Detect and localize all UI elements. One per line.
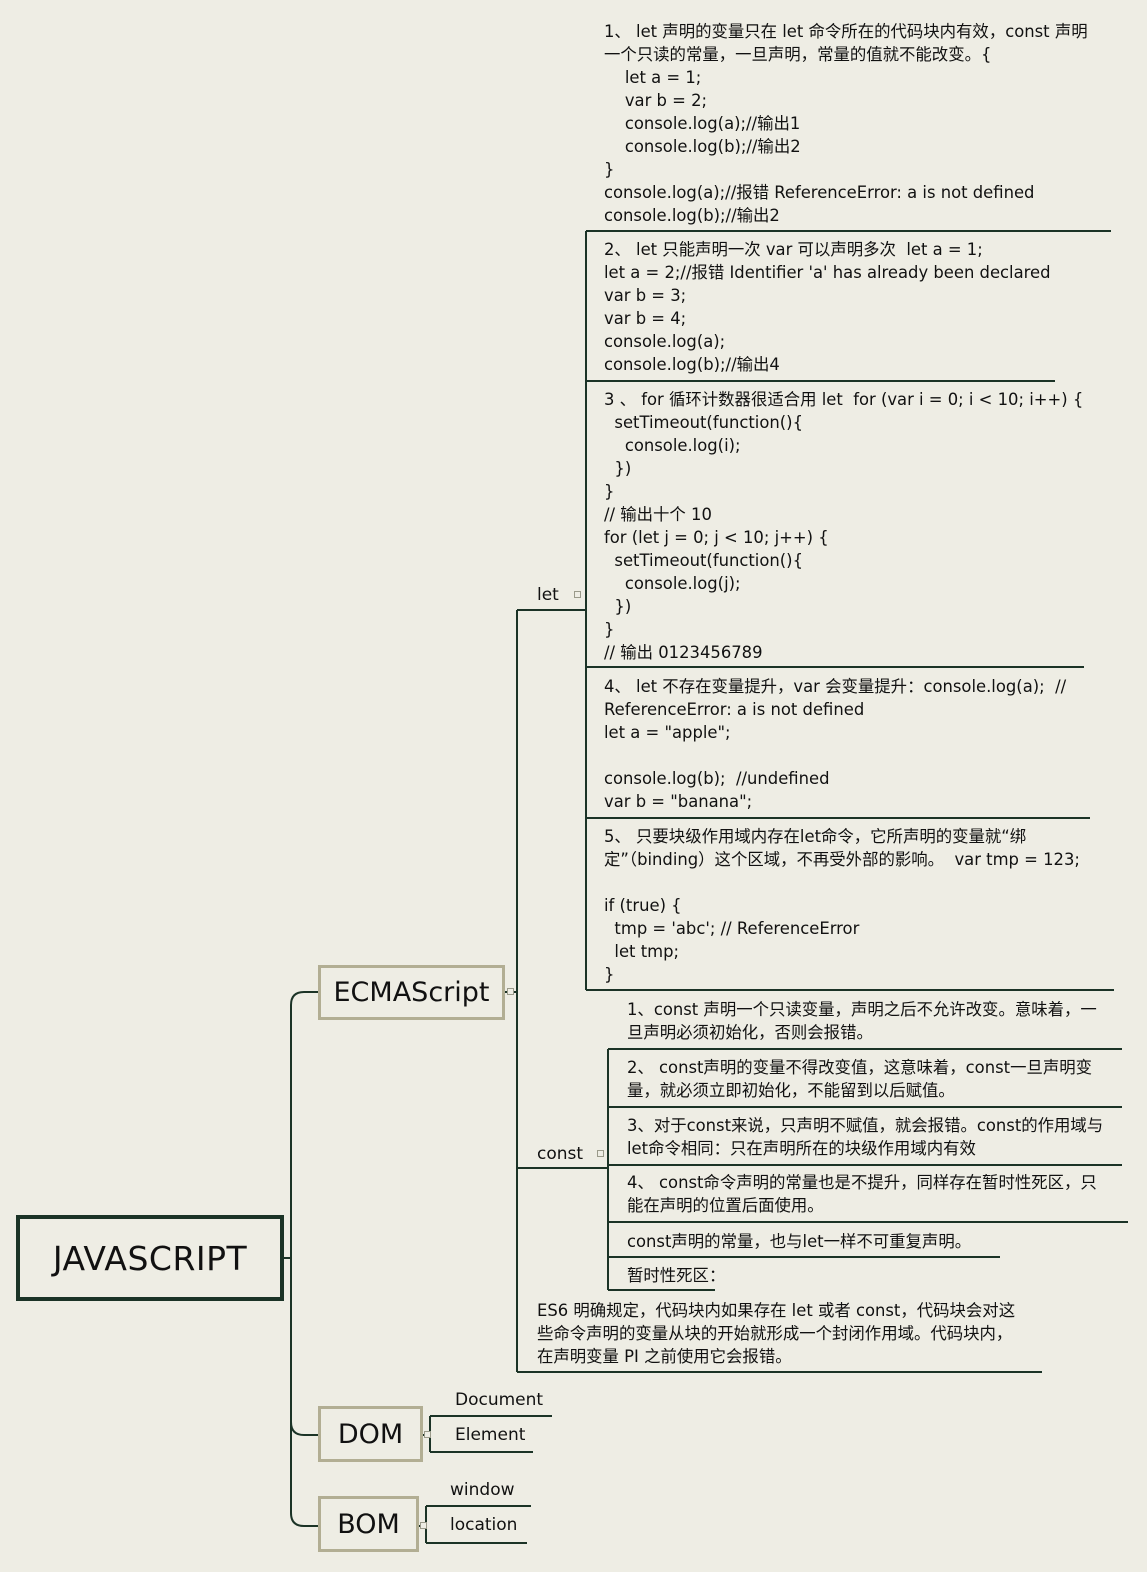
let-item-1[interactable]: 1、 let 声明的变量只在 let 命令所在的代码块内有效，const 声明 … xyxy=(604,22,1088,225)
bom-child-location[interactable]: location xyxy=(450,1515,518,1535)
root-label: JAVASCRIPT xyxy=(52,1238,248,1278)
let-item-2[interactable]: 2、 let 只能声明一次 var 可以声明多次 let a = 1; let … xyxy=(604,240,1051,374)
const-item-2[interactable]: 2、 const声明的变量不得改变值，这意味着，const一旦声明变 量，就必须… xyxy=(627,1058,1093,1100)
const-item-3[interactable]: 3、对于const来说，只声明不赋值，就会报错。const的作用域与 let命令… xyxy=(627,1116,1104,1158)
node-let[interactable]: let xyxy=(537,585,559,605)
dom-child-element[interactable]: Element xyxy=(455,1425,526,1445)
root-node-javascript[interactable]: JAVASCRIPT xyxy=(16,1215,284,1301)
dom-child-document[interactable]: Document xyxy=(455,1390,544,1410)
let-item-3[interactable]: 3 、 for 循环计数器很适合用 let for (var i = 0; i … xyxy=(604,390,1084,662)
const-item-4[interactable]: 4、 const命令声明的常量也是不提升，同样存在暂时性死区，只 能在声明的位置… xyxy=(627,1173,1097,1215)
node-bom[interactable]: BOM xyxy=(318,1496,419,1552)
let-item-5[interactable]: 5、 只要块级作用域内存在let命令，它所声明的变量就“绑 定”（binding… xyxy=(604,827,1080,984)
const-item-5[interactable]: const声明的常量，也与let一样不可重复声明。 xyxy=(627,1232,972,1251)
ecmascript-collapse-toggle[interactable] xyxy=(507,988,514,995)
ecmascript-label: ECMAScript xyxy=(333,977,490,1008)
bom-child-window[interactable]: window xyxy=(450,1480,515,1500)
const-collapse-toggle[interactable] xyxy=(597,1150,604,1157)
dom-collapse-toggle[interactable] xyxy=(424,1431,431,1438)
node-ecmascript[interactable]: ECMAScript xyxy=(318,965,505,1020)
let-item-4[interactable]: 4、 let 不存在变量提升，var 会变量提升：console.log(a);… xyxy=(604,677,1067,811)
node-const[interactable]: const xyxy=(537,1144,584,1164)
const-item-6[interactable]: 暂时性死区： xyxy=(627,1266,726,1285)
bom-collapse-toggle[interactable] xyxy=(420,1522,427,1529)
dom-label: DOM xyxy=(337,1418,404,1450)
bom-label: BOM xyxy=(337,1508,400,1540)
node-dom[interactable]: DOM xyxy=(318,1406,423,1462)
let-collapse-toggle[interactable] xyxy=(574,591,581,598)
const-item-1[interactable]: 1、const 声明一个只读变量，声明之后不允许改变。意味着，一 旦声明必须初始… xyxy=(627,1000,1097,1042)
tdz-note[interactable]: ES6 明确规定，代码块内如果存在 let 或者 const，代码块会对这 些命… xyxy=(537,1301,1016,1366)
